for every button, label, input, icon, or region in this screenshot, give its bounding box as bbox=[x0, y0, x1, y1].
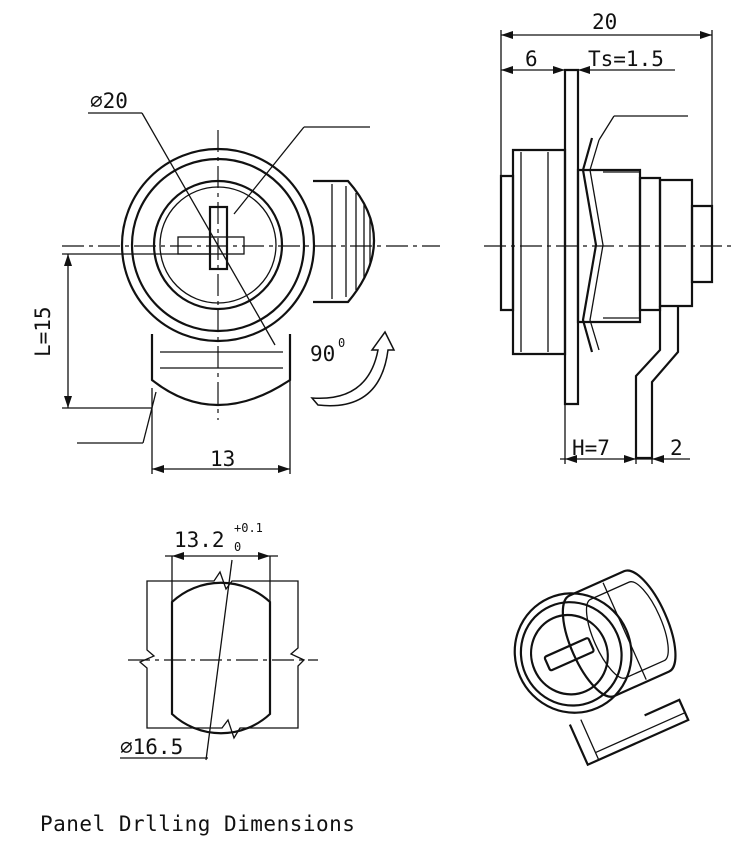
spring-clip bbox=[581, 137, 598, 353]
front-view: ∅20 L=15 13 90 0 bbox=[31, 89, 440, 474]
cutout-view: 13.2 +0.1 0 ∅16.5 bbox=[120, 521, 318, 761]
panel-outline bbox=[138, 570, 306, 740]
cam-side bbox=[634, 306, 680, 460]
cam-right bbox=[313, 179, 375, 304]
cutout-dia-label: ∅16.5 bbox=[120, 735, 183, 759]
cam-bottom bbox=[150, 334, 292, 406]
length-label: L=15 bbox=[31, 306, 55, 357]
caption: Panel Drlling Dimensions bbox=[40, 812, 356, 836]
iso-keyway bbox=[543, 637, 595, 672]
isometric-view bbox=[513, 569, 690, 767]
front-width-label: 13 bbox=[210, 447, 235, 471]
side-view: 20 6 Ts=1.5 H=7 2 bbox=[484, 10, 735, 464]
rotation-label: 90 bbox=[310, 342, 335, 366]
cutout-width-label: 13.2 bbox=[174, 528, 225, 552]
front-dia-label: ∅20 bbox=[90, 89, 128, 113]
cam-width-label: 2 bbox=[670, 436, 683, 460]
iso-cam bbox=[568, 698, 690, 767]
rotation-arrow bbox=[310, 330, 396, 407]
tolerance-upper: +0.1 bbox=[234, 521, 263, 535]
tolerance-lower: 0 bbox=[234, 540, 241, 554]
iso-head bbox=[513, 592, 633, 714]
panel-plate bbox=[563, 68, 580, 406]
iso-body bbox=[561, 569, 677, 698]
drill-cutout bbox=[170, 581, 272, 735]
thickness-label: Ts=1.5 bbox=[588, 47, 664, 71]
rotation-degree: 0 bbox=[338, 336, 345, 350]
height-label: H=7 bbox=[572, 436, 610, 460]
face-label: 6 bbox=[525, 47, 538, 71]
lock-body bbox=[576, 168, 642, 324]
total-length-label: 20 bbox=[592, 10, 617, 34]
